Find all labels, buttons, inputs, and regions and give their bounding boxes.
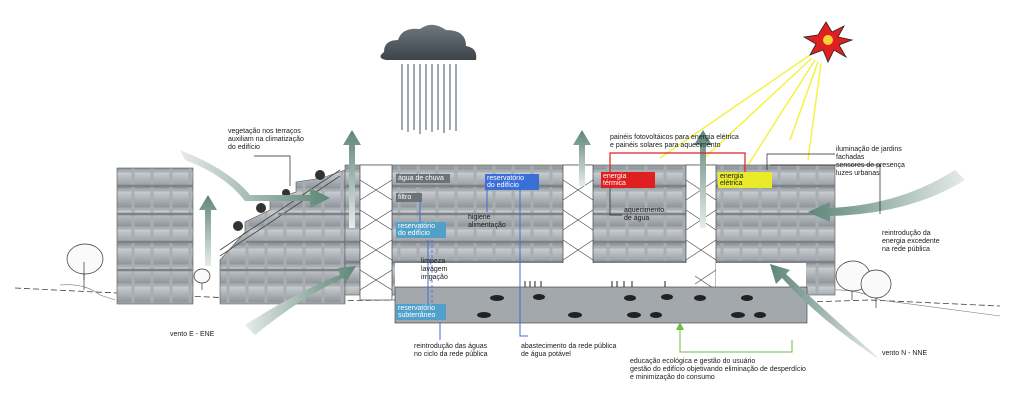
box-energia-termica: energia térmica [601,172,655,188]
label-abastecimento: abastecimento da rede pública de água po… [521,343,617,358]
label-iluminacao: iluminação de jardins fachadas sensores … [836,146,905,177]
label-educacao: educação ecológica e gestão do usuário g… [630,358,806,381]
label-paineis: painéis fotovoltáicos para energia elétr… [610,134,739,149]
box-agua-chuva: água de chuva [396,174,450,183]
label-higiene: higiene alimentação [468,214,506,229]
label-aquecimento: aquecimento de água [624,207,665,222]
label-vegetacao: vegetação nos terraços auxiliam na clima… [228,128,304,151]
box-filtro: filtro [396,193,422,202]
user-education-line [676,322,793,353]
label-vento-nne: vento N - NNE [882,350,928,357]
solar-panel-bracket [609,152,746,172]
box-reservatorio-edificio-left: reservatório do edifício [396,222,446,238]
label-reintroducao-aguas: reintrodução das águas no ciclo da rede … [414,343,488,358]
box-reservatorio-edificio-top: reservatório do edifício [485,174,539,190]
terrace-shrubs-icon [233,170,325,231]
rain-cloud-icon [380,24,477,134]
box-energia-eletrica: energia elétrica [718,172,772,188]
wind-arrows [180,130,965,360]
tree-icon [66,243,892,308]
callout-lines [254,153,881,216]
box-reservatorio-subterraneo: reservatório subterrâneo [396,304,446,320]
underground-parking [394,281,808,324]
sun-icon [659,21,854,166]
left-building [116,167,194,305]
label-limpeza: limpeza lavagem irrigação [421,258,448,281]
label-vento-ene: vento E - ENE [170,331,215,338]
label-reintroducao-energia: reintrodução da energia excedente na red… [882,230,940,253]
